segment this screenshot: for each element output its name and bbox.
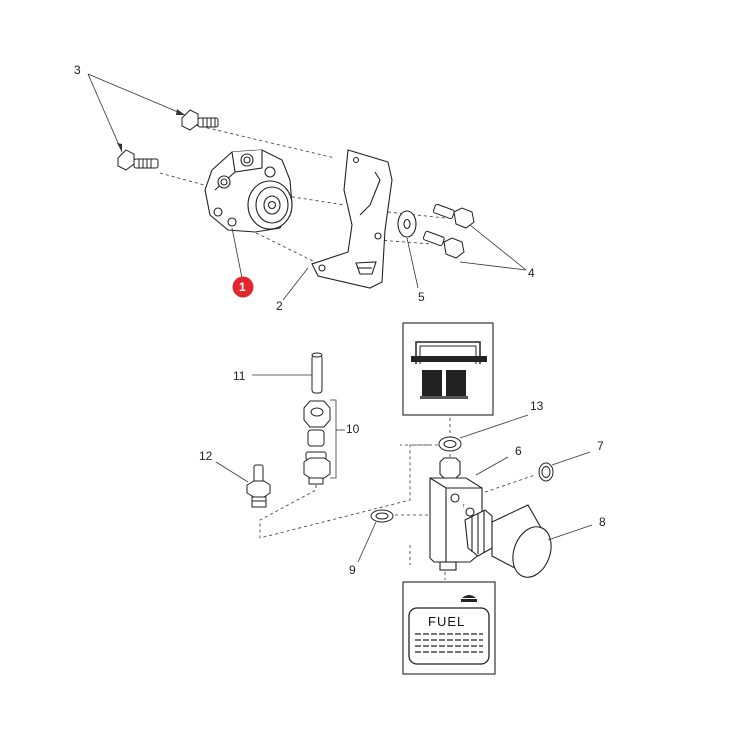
- bolt-lower-left: [117, 149, 159, 171]
- o-ring-9: [370, 509, 394, 523]
- callout-13: 13: [530, 399, 544, 413]
- leader-8: [547, 524, 593, 541]
- leader-3: [87, 73, 186, 153]
- callout-8: 8: [599, 515, 606, 529]
- bolt-upper-left: [181, 109, 219, 131]
- highlight-circle[interactable]: [232, 276, 254, 298]
- arrowhead: [117, 143, 122, 152]
- callout-1-marker[interactable]: 1: [232, 276, 254, 298]
- mounting-bracket: [311, 149, 393, 289]
- filter-symbol-panel: [402, 322, 494, 416]
- washer-upper: [397, 210, 417, 238]
- o-ring-7: [538, 462, 554, 482]
- leader-4: [459, 224, 527, 271]
- pipe: [311, 352, 323, 394]
- callout-12: 12: [199, 449, 213, 463]
- callout-2: 2: [276, 299, 283, 313]
- leader-5: [406, 237, 419, 289]
- bolt-lower-right: [422, 230, 465, 259]
- leader-12: [215, 461, 249, 483]
- leader-7: [551, 451, 591, 466]
- arrowhead: [176, 109, 185, 115]
- fitting-kit: [303, 400, 331, 485]
- callout-7: 7: [597, 439, 604, 453]
- shutoff-knob: [464, 504, 552, 578]
- callout-1[interactable]: 1: [239, 280, 246, 294]
- leader-6: [475, 456, 509, 476]
- alignment-lines-upper: [159, 124, 446, 263]
- leader-2: [282, 267, 309, 301]
- callout-9: 9: [349, 563, 356, 577]
- bolt-upper-right: [432, 203, 475, 229]
- leader-13: [459, 414, 529, 439]
- fuel-tank-panel: [402, 581, 496, 675]
- leader-10: [330, 399, 345, 479]
- leader-1: [231, 227, 243, 279]
- fuel-label: FUEL: [428, 614, 465, 629]
- callout-11: 11: [233, 369, 246, 383]
- callout-5: 5: [418, 290, 425, 304]
- callout-3: 3: [74, 63, 81, 77]
- svg-text:↑: ↑: [462, 503, 466, 510]
- callout-6: 6: [515, 444, 522, 458]
- callout-10: 10: [346, 422, 360, 436]
- o-ring-13: [438, 436, 462, 452]
- filter-head: [204, 149, 293, 233]
- leader-9: [357, 521, 377, 563]
- banjo-fitting: [246, 464, 271, 508]
- callout-4: 4: [528, 266, 535, 280]
